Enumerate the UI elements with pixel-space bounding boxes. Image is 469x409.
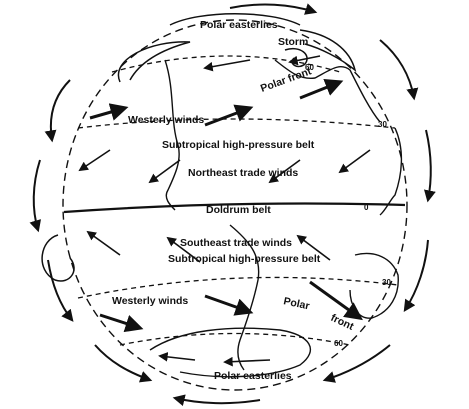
label-southeast-trade-winds: Southeast trade winds xyxy=(180,237,292,249)
edge-swirl-top xyxy=(230,5,315,12)
australia-coast xyxy=(350,254,398,319)
wind-arrow-polar-n-1 xyxy=(205,60,250,68)
edge-arrow-left-2 xyxy=(34,160,40,230)
africa-east-coast xyxy=(380,128,401,215)
edge-arrow-right-4 xyxy=(325,345,390,380)
label-lat-30-north: 30 xyxy=(378,120,387,129)
label-polar-front-north: Polar front xyxy=(259,65,313,95)
wind-arrow-west-n-3 xyxy=(300,82,340,98)
lat-line-60s xyxy=(120,334,350,346)
label-storm: Storm xyxy=(278,36,308,48)
wind-arrow-west-n-1 xyxy=(90,108,125,118)
wind-arrow-west-s-1 xyxy=(100,315,140,328)
label-lat-60-south: 60 xyxy=(334,339,343,348)
wind-arrow-ne-trade-1 xyxy=(80,150,110,170)
label-polar-easterlies-south: Polar easterlies xyxy=(214,370,292,382)
edge-swirl-left xyxy=(42,235,74,281)
label-subtropical-high-north: Subtropical high-pressure belt xyxy=(162,139,315,151)
north-america-coast xyxy=(165,60,179,210)
edge-arrow-right-2 xyxy=(426,130,431,200)
europe-coast xyxy=(275,60,380,122)
edge-swirl-bottom xyxy=(175,398,260,403)
wind-arrow-west-n-2 xyxy=(205,108,250,125)
wind-arrow-polar-s-1 xyxy=(225,360,270,362)
label-polar-south: Polar xyxy=(282,295,310,312)
edge-arrow-left-4 xyxy=(95,345,150,380)
label-northeast-trade-winds: Northeast trade winds xyxy=(188,167,298,179)
label-front-south: front xyxy=(329,312,356,333)
edge-arrow-left-1 xyxy=(51,80,70,140)
wind-arrow-west-s-2 xyxy=(205,296,250,312)
label-doldrum-belt: Doldrum belt xyxy=(206,204,271,216)
label-lat-30-south: 30 xyxy=(382,278,391,287)
edge-arrow-right-1 xyxy=(380,40,414,98)
edge-arrow-left-3 xyxy=(48,260,72,320)
edge-arrow-right-3 xyxy=(405,240,428,310)
wind-arrow-polar-n-2 xyxy=(290,56,320,62)
wind-arrow-ne-trade-4 xyxy=(340,150,370,172)
wind-arrow-se-trade-1 xyxy=(88,232,120,255)
wind-arrow-polar-s-2 xyxy=(160,356,195,360)
label-lat-0: 0 xyxy=(364,203,369,212)
label-westerly-winds-south: Westerly winds xyxy=(112,295,188,307)
label-subtropical-high-south: Subtropical high-pressure belt xyxy=(168,253,321,265)
lat-line-30n xyxy=(78,119,395,128)
label-westerly-winds-north: Westerly winds xyxy=(128,114,204,126)
circulation-cell-nw xyxy=(118,42,190,82)
label-polar-easterlies-north: Polar easterlies xyxy=(200,19,278,31)
